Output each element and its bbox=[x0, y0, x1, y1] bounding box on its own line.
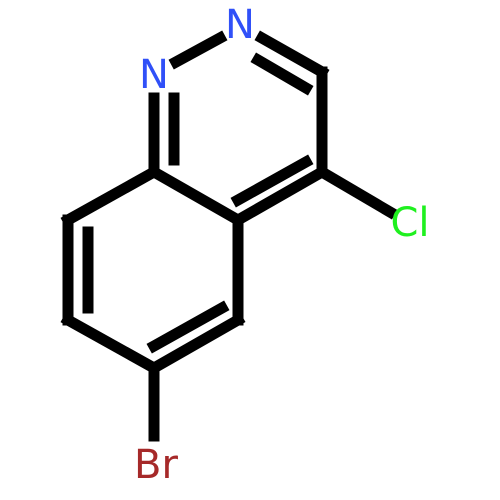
atom-n1-label: N bbox=[139, 52, 169, 98]
bond-c4-c4a-inner bbox=[230, 154, 314, 208]
bond-c6-c5-inner bbox=[146, 300, 230, 354]
bond-n2-c3-inner bbox=[250, 52, 314, 96]
bond-c4a-c8a bbox=[146, 164, 246, 228]
atom-br-label: Br bbox=[134, 442, 178, 488]
bond-c6-c5 bbox=[146, 312, 246, 376]
atom-labels: N N Cl Br bbox=[134, 2, 429, 488]
bonds bbox=[60, 30, 398, 442]
bond-c4-c4a bbox=[230, 164, 330, 228]
atom-n2-label: N bbox=[225, 2, 255, 48]
bond-c8a-c8 bbox=[60, 164, 162, 228]
bond-n1-n2 bbox=[168, 30, 228, 70]
bond-c7-c6 bbox=[60, 312, 162, 376]
bond-n2-c3 bbox=[254, 30, 330, 80]
bond-c4-cl bbox=[314, 164, 398, 220]
atom-cl-label: Cl bbox=[390, 200, 429, 246]
